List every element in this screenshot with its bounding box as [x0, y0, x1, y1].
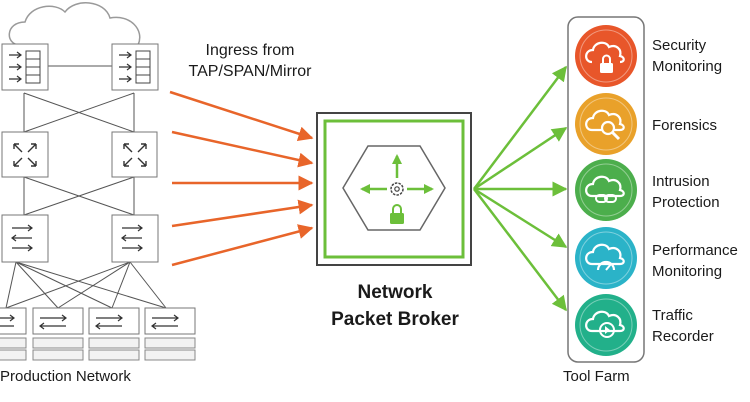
- access-switch-right: [111, 214, 159, 263]
- aggregation-router-left: [1, 131, 49, 178]
- production-mesh-lines: [5, 65, 167, 309]
- gear-icon: [390, 182, 404, 196]
- tool-label-line1: Security: [652, 37, 707, 54]
- ingress-arrows: [169, 90, 314, 267]
- packet-broker-label: Network Packet Broker: [300, 279, 490, 333]
- core-switch-left: [1, 43, 49, 91]
- core-switch-right: [111, 43, 159, 91]
- access-switch-left: [1, 214, 49, 263]
- packet-broker-label-line2: Packet Broker: [331, 309, 459, 330]
- tool-label-line1: Forensics: [652, 117, 718, 134]
- tool-forensics-icon: [575, 93, 637, 155]
- ingress-label: Ingress from TAP/SPAN/Mirror: [165, 40, 335, 82]
- tool-label-forensics: Forensics: [652, 115, 717, 136]
- tool-security-monitoring-icon: [575, 25, 637, 87]
- tool-traffic-recorder-icon: [575, 294, 637, 356]
- tool-label-line2: Protection: [652, 194, 720, 211]
- tool-label-line1: Traffic: [652, 307, 693, 324]
- server-4: [144, 307, 196, 361]
- server-2: [32, 307, 84, 361]
- production-network-label: Production Network: [0, 368, 131, 385]
- packet-broker-box: [316, 112, 472, 266]
- tool-intrusion-protection-icon: [575, 159, 637, 221]
- cloud-icon: [8, 2, 141, 46]
- egress-arrows: [473, 65, 568, 312]
- ingress-label-line2: TAP/SPAN/Mirror: [188, 63, 312, 80]
- tool-label-traffic-recorder: Traffic Recorder: [652, 305, 714, 347]
- tool-label-security-monitoring: Security Monitoring: [652, 35, 722, 77]
- ingress-label-line1: Ingress from: [205, 42, 295, 59]
- server-1: [0, 307, 27, 361]
- tool-label-performance-monitoring: Performance Monitoring: [652, 240, 738, 282]
- tool-label-line2: Monitoring: [652, 263, 723, 280]
- packet-broker-label-line1: Network: [357, 282, 433, 303]
- tool-performance-monitoring-icon: [575, 227, 637, 289]
- tool-label-line2: Recorder: [652, 328, 714, 345]
- aggregation-router-right: [111, 131, 158, 178]
- tool-label-line1: Intrusion: [652, 173, 710, 190]
- tool-farm-label: Tool Farm: [563, 368, 630, 385]
- server-3: [88, 307, 140, 361]
- tool-label-line1: Performance: [652, 242, 738, 259]
- padlock-icon: [390, 204, 404, 224]
- tool-label-intrusion-protection: Intrusion Protection: [652, 171, 720, 213]
- tool-label-line2: Monitoring: [652, 58, 723, 75]
